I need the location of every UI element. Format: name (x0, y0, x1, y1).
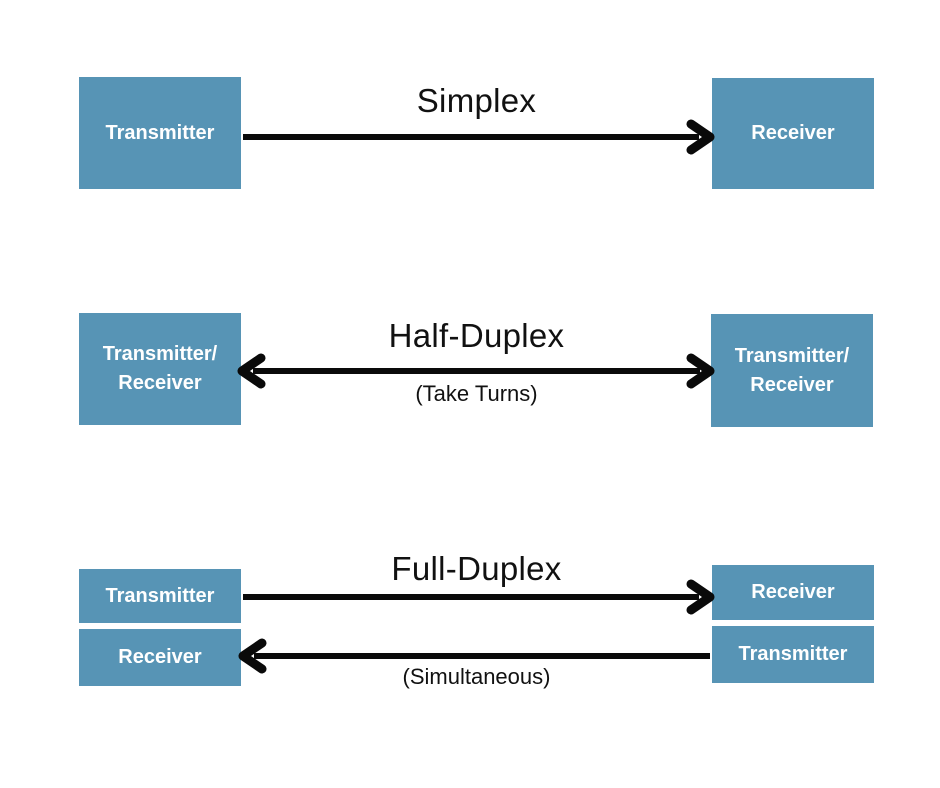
half-duplex-left-box: Transmitter/ Receiver (79, 313, 241, 425)
half-duplex-left-label-line2: Receiver (118, 372, 202, 394)
simplex-receiver-box: Receiver (712, 78, 874, 189)
half-duplex-left-label-line1: Transmitter/ (102, 343, 218, 365)
half-duplex-title: Half-Duplex (388, 317, 565, 354)
full-duplex-right-transmitter-box: Transmitter (712, 626, 874, 683)
full-duplex-left-transmitter-box: Transmitter (79, 569, 241, 623)
half-duplex-subtitle: (Take Turns) (415, 381, 538, 406)
simplex-transmitter-box: Transmitter (79, 77, 241, 189)
full-duplex-left-receiver-box: Receiver (79, 629, 241, 686)
full-duplex-title: Full-Duplex (391, 550, 562, 587)
full-duplex-right-receiver-box: Receiver (712, 565, 874, 620)
full-duplex-right-transmitter-label: Transmitter (738, 643, 848, 665)
full-duplex-subtitle: (Simultaneous) (402, 664, 551, 689)
simplex-right-arrow-icon (243, 119, 715, 155)
full-duplex-left-transmitter-label: Transmitter (105, 584, 215, 607)
simplex-receiver-label: Receiver (751, 122, 835, 144)
simplex-transmitter-label: Transmitter (105, 121, 215, 144)
full-duplex-left-receiver-label: Receiver (118, 646, 202, 668)
half-duplex-right-label-line2: Receiver (750, 373, 834, 396)
full-duplex-right-receiver-label: Receiver (751, 581, 835, 603)
half-duplex-right-label-line1: Transmitter/ (734, 344, 850, 367)
simplex-title: Simplex (416, 82, 537, 119)
half-duplex-right-box: Transmitter/ Receiver (711, 314, 873, 427)
